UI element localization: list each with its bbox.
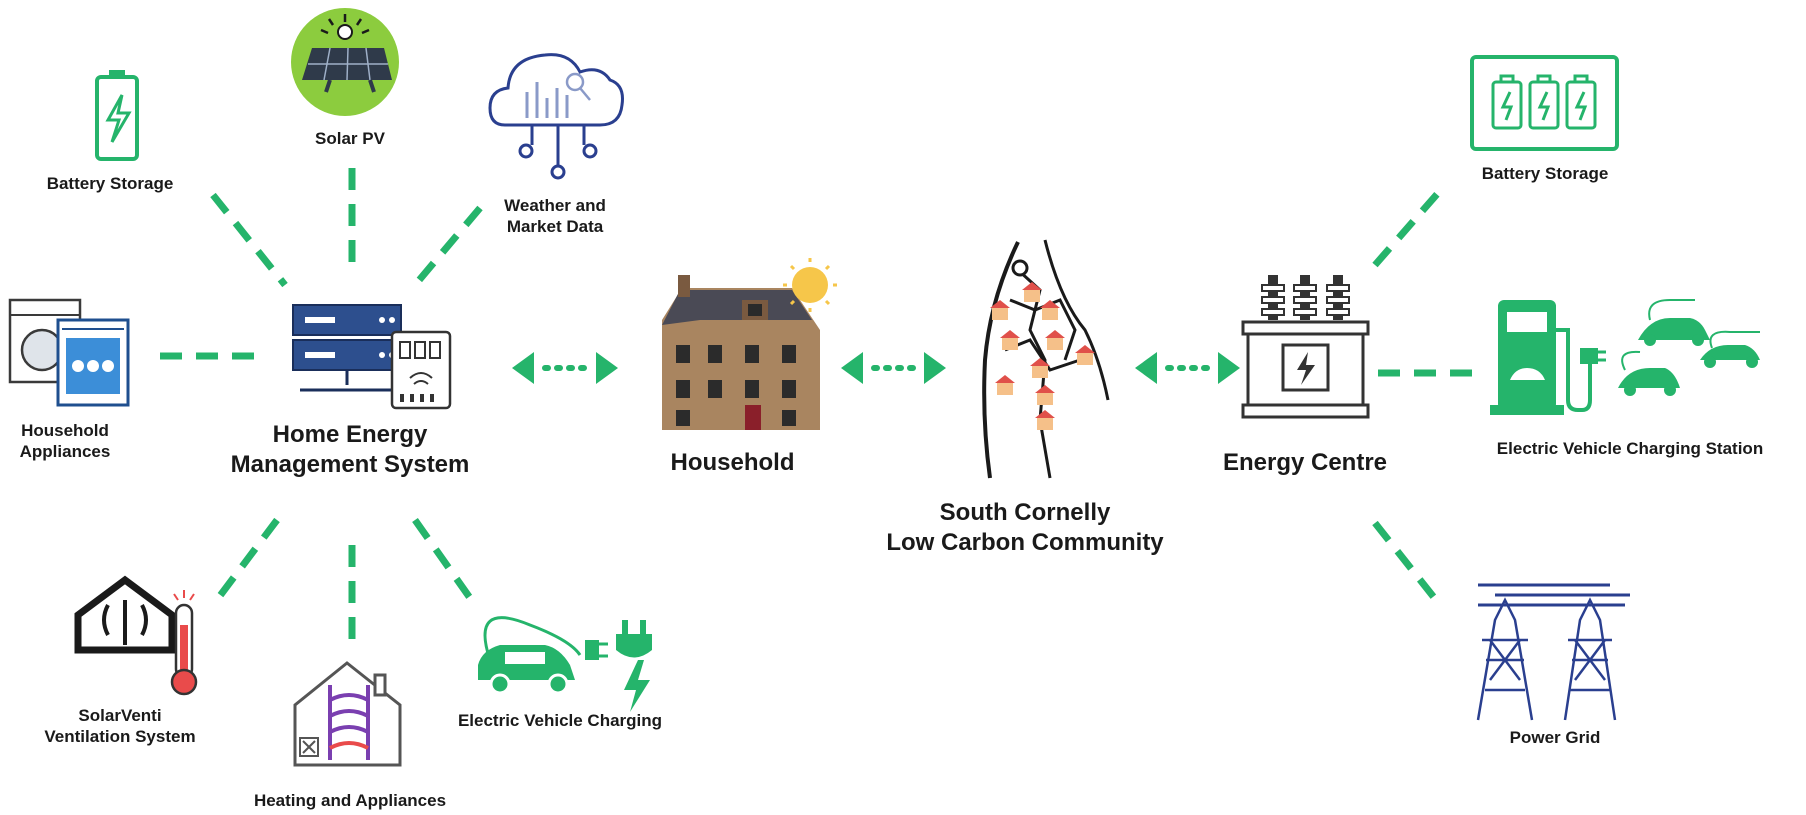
label-appliances-line-2: Appliances xyxy=(19,442,111,462)
house-icon xyxy=(662,275,820,430)
connector-weather-hems xyxy=(412,205,483,288)
label-solarventi: SolarVenti Ventilation System xyxy=(20,705,220,748)
arrow-household-community xyxy=(841,352,946,384)
label-weather-line-1: Weather and xyxy=(504,196,606,215)
label-hems-line-2: Management System xyxy=(230,451,470,478)
flow-arrows xyxy=(512,352,1240,384)
label-household-appliances: Household Appliances xyxy=(5,420,125,463)
label-energy-centre: Energy Centre xyxy=(1222,449,1388,476)
car-icon xyxy=(1618,299,1760,396)
solar-panel-icon xyxy=(291,8,399,116)
label-community: South Cornelly Low Carbon Community xyxy=(855,498,1195,558)
label-hems-line-1: Home Energy xyxy=(272,421,428,448)
server-rack-icon xyxy=(292,304,452,410)
community-houses xyxy=(990,282,1095,430)
label-solar-pv: Solar PV xyxy=(315,129,385,148)
energy-centre-connectors xyxy=(1372,182,1482,608)
battery-icon xyxy=(95,70,139,161)
battery-bank-icon xyxy=(1470,55,1619,151)
arrow-hems-household xyxy=(512,352,618,384)
community-map-icon xyxy=(982,239,1110,479)
label-battery-storage-left: Battery Storage xyxy=(46,174,174,193)
connector-hems-ev xyxy=(412,517,478,608)
power-pylon-icon xyxy=(1476,583,1630,721)
arrow-community-centre xyxy=(1135,352,1240,384)
washing-machine-icon xyxy=(8,298,130,407)
label-power-grid: Power Grid xyxy=(1509,728,1601,747)
thermometer-icon xyxy=(170,590,198,696)
plug-bolt-icon xyxy=(616,620,652,712)
label-appliances-line-1: Household xyxy=(21,421,109,440)
connector-centre-grid xyxy=(1372,520,1443,608)
connector-centre-battery xyxy=(1372,182,1448,268)
label-hems: Home Energy Management System xyxy=(200,420,500,480)
label-household: Household xyxy=(670,449,795,476)
label-solarventi-line-1: SolarVenti xyxy=(78,706,162,725)
ev-charging-icon xyxy=(478,616,608,695)
label-heating-appliances: Heating and Appliances xyxy=(253,791,447,810)
hems-connectors xyxy=(160,168,483,645)
label-ev-charging-station: Electric Vehicle Charging Station xyxy=(1496,439,1764,458)
label-weather-line-2: Market Data xyxy=(506,217,604,237)
label-community-line-1: South Cornelly xyxy=(939,499,1111,526)
heating-house-icon xyxy=(293,661,402,767)
label-community-line-2: Low Carbon Community xyxy=(886,529,1164,556)
transformer-icon xyxy=(1241,275,1370,419)
cloud-data-icon xyxy=(488,53,624,180)
connector-battery-hems xyxy=(210,192,288,288)
label-battery-storage-right: Battery Storage xyxy=(1481,164,1609,183)
label-ev-charging: Electric Vehicle Charging xyxy=(457,711,663,730)
ventilation-house-icon xyxy=(74,575,176,654)
label-solarventi-line-2: Ventilation System xyxy=(44,727,196,747)
sun-icon xyxy=(783,258,837,312)
label-weather-market: Weather and Market Data xyxy=(470,195,640,238)
ev-charger-icon xyxy=(1490,300,1606,415)
connector-hems-solarventi xyxy=(210,517,280,608)
